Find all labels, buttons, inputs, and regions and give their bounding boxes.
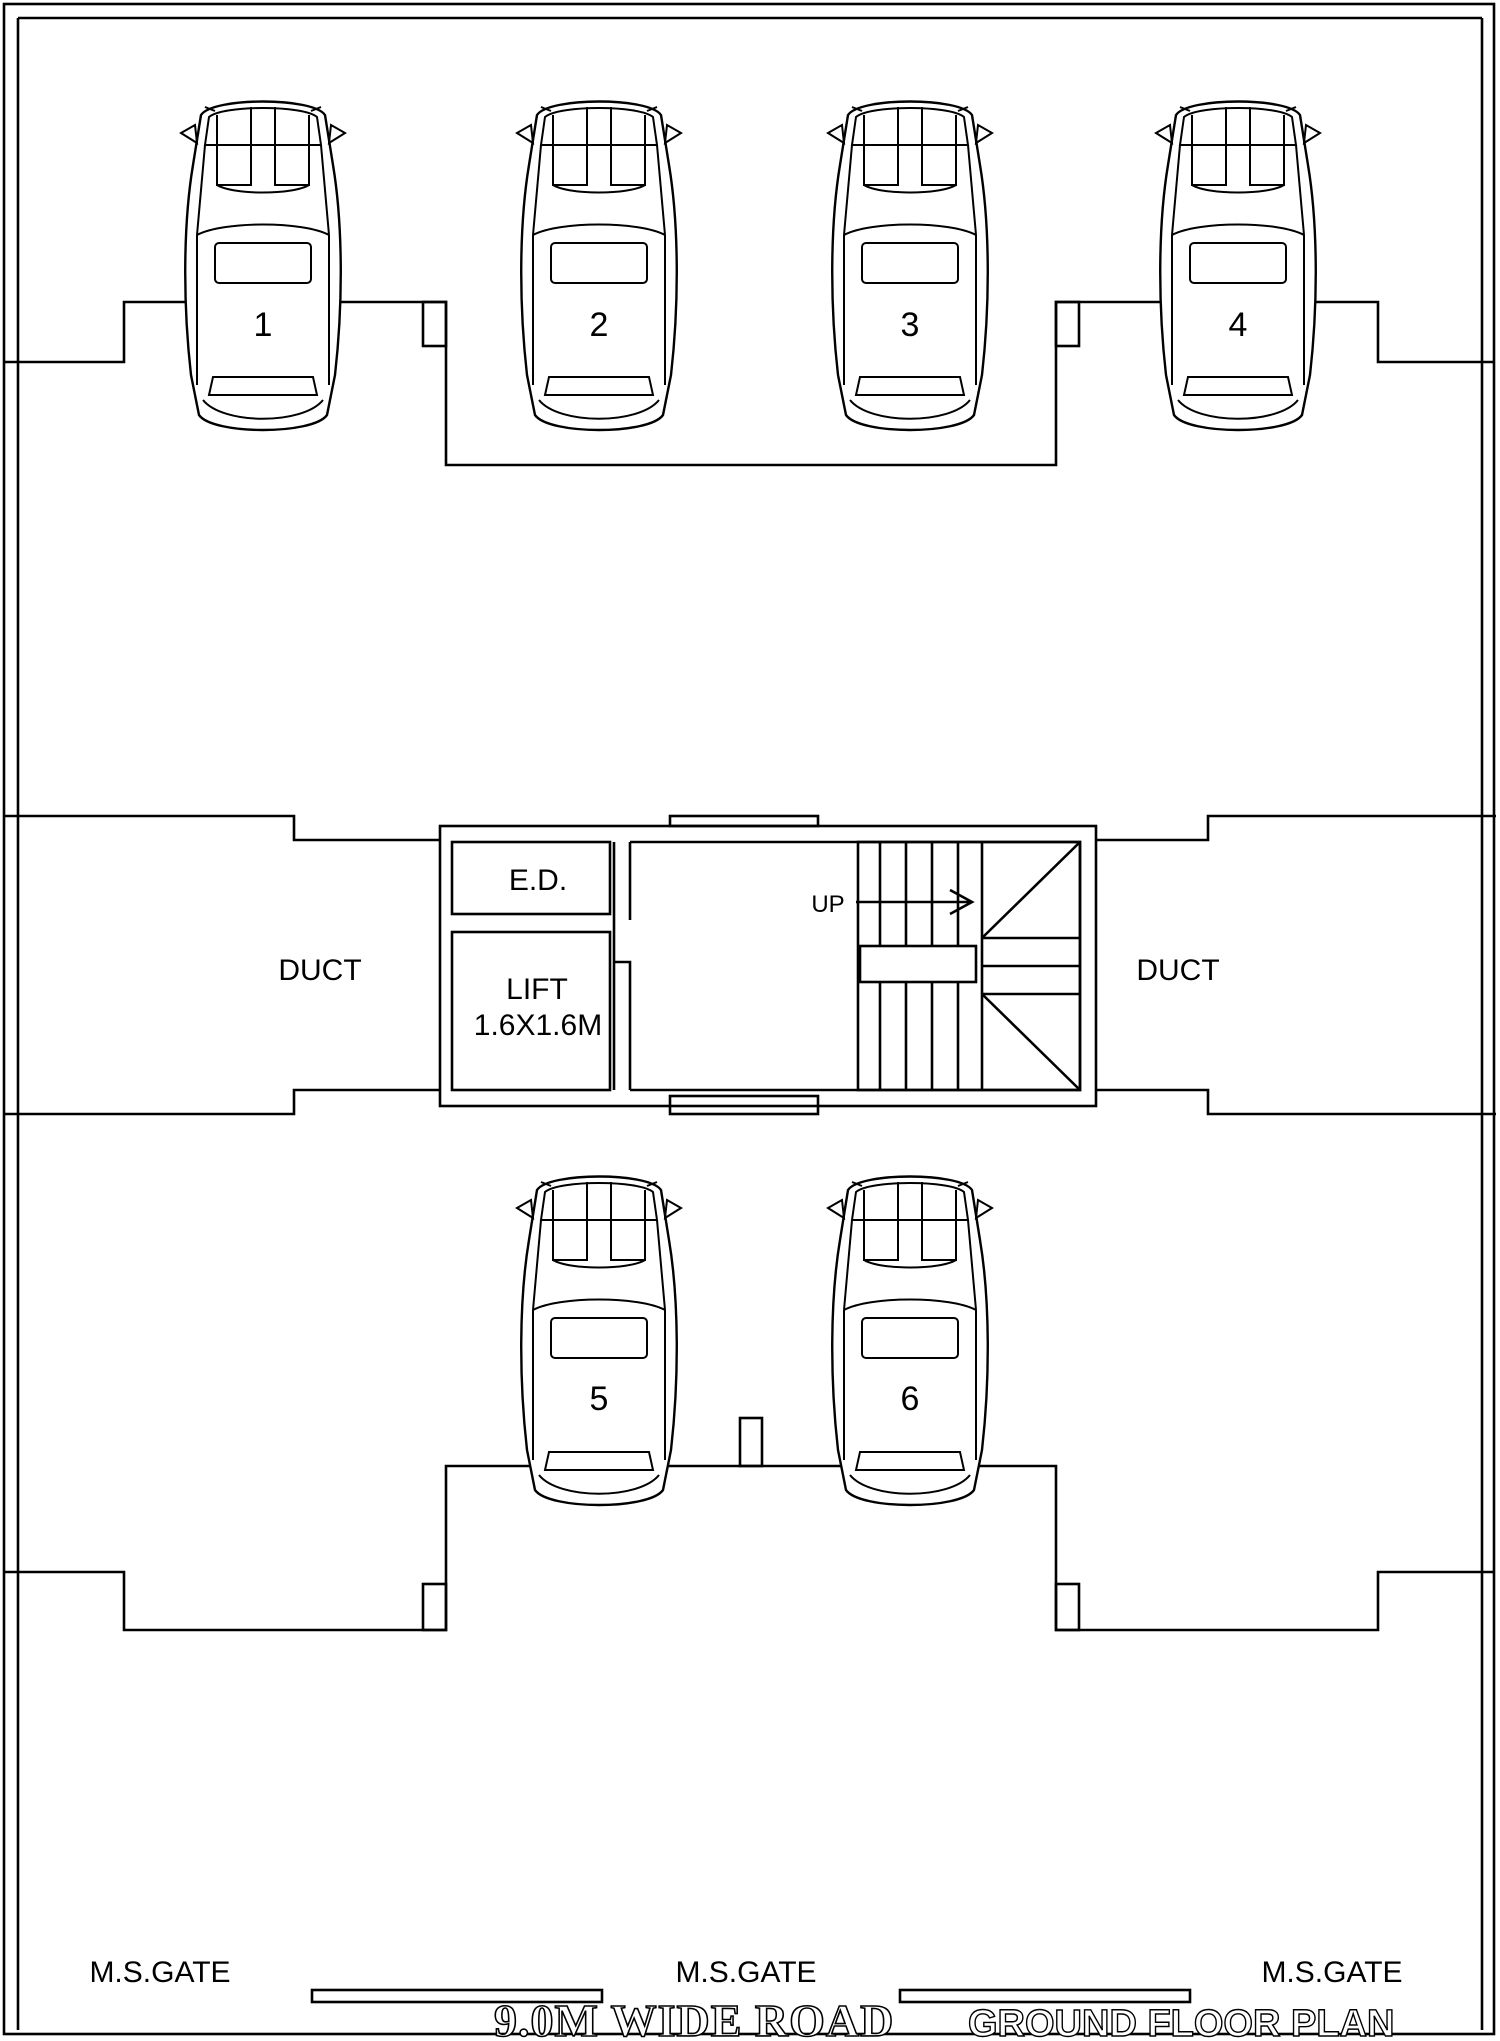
car-number-6: 6 [901,1380,920,1418]
bottom-column-left [421,1582,448,1632]
core-bottom-opening [668,1094,820,1116]
gate-right [898,1988,1192,2004]
plan-title: GROUND FLOOR PLAN [968,2003,1394,2041]
up-arrow [856,888,975,916]
duct-left-outline [4,814,440,1116]
lift-shaft [450,930,612,1092]
stair-up-label: UP [811,891,844,918]
ed-label: E.D. [509,864,567,897]
car-number-2: 2 [590,306,609,344]
car-number-5: 5 [590,1380,609,1418]
duct-right-label: DUCT [1136,954,1219,987]
car-1 [179,100,347,432]
top-column-right [1054,300,1081,348]
bottom-column-right [1054,1582,1081,1632]
car-number-1: 1 [254,306,273,344]
gate-label-right: M.S.GATE [1261,1956,1402,1989]
car-number-4: 4 [1229,306,1248,344]
car-6 [826,1175,994,1507]
car-number-3: 3 [901,306,920,344]
road-label: 9.0M WIDE ROAD [494,1995,894,2041]
core-top-opening [668,814,820,828]
bottom-building-outline [4,1464,1494,1632]
car-5 [515,1175,683,1507]
bottom-center-column [738,1416,764,1468]
ed-room [450,840,612,916]
car-4 [1154,100,1322,432]
top-building-outline [4,300,1494,467]
duct-left-label: DUCT [278,954,361,987]
car-3 [826,100,994,432]
staircase [856,840,1082,1092]
lift-label: LIFT [506,973,568,1006]
duct-right-outline [1096,814,1496,1116]
lift-size-label: 1.6X1.6M [474,1009,602,1042]
top-column-left [421,300,448,348]
gate-label-center: M.S.GATE [675,1956,816,1989]
core-partition [612,842,632,1090]
gate-label-left: M.S.GATE [89,1956,230,1989]
car-2 [515,100,683,432]
gate-left [310,1988,604,2004]
